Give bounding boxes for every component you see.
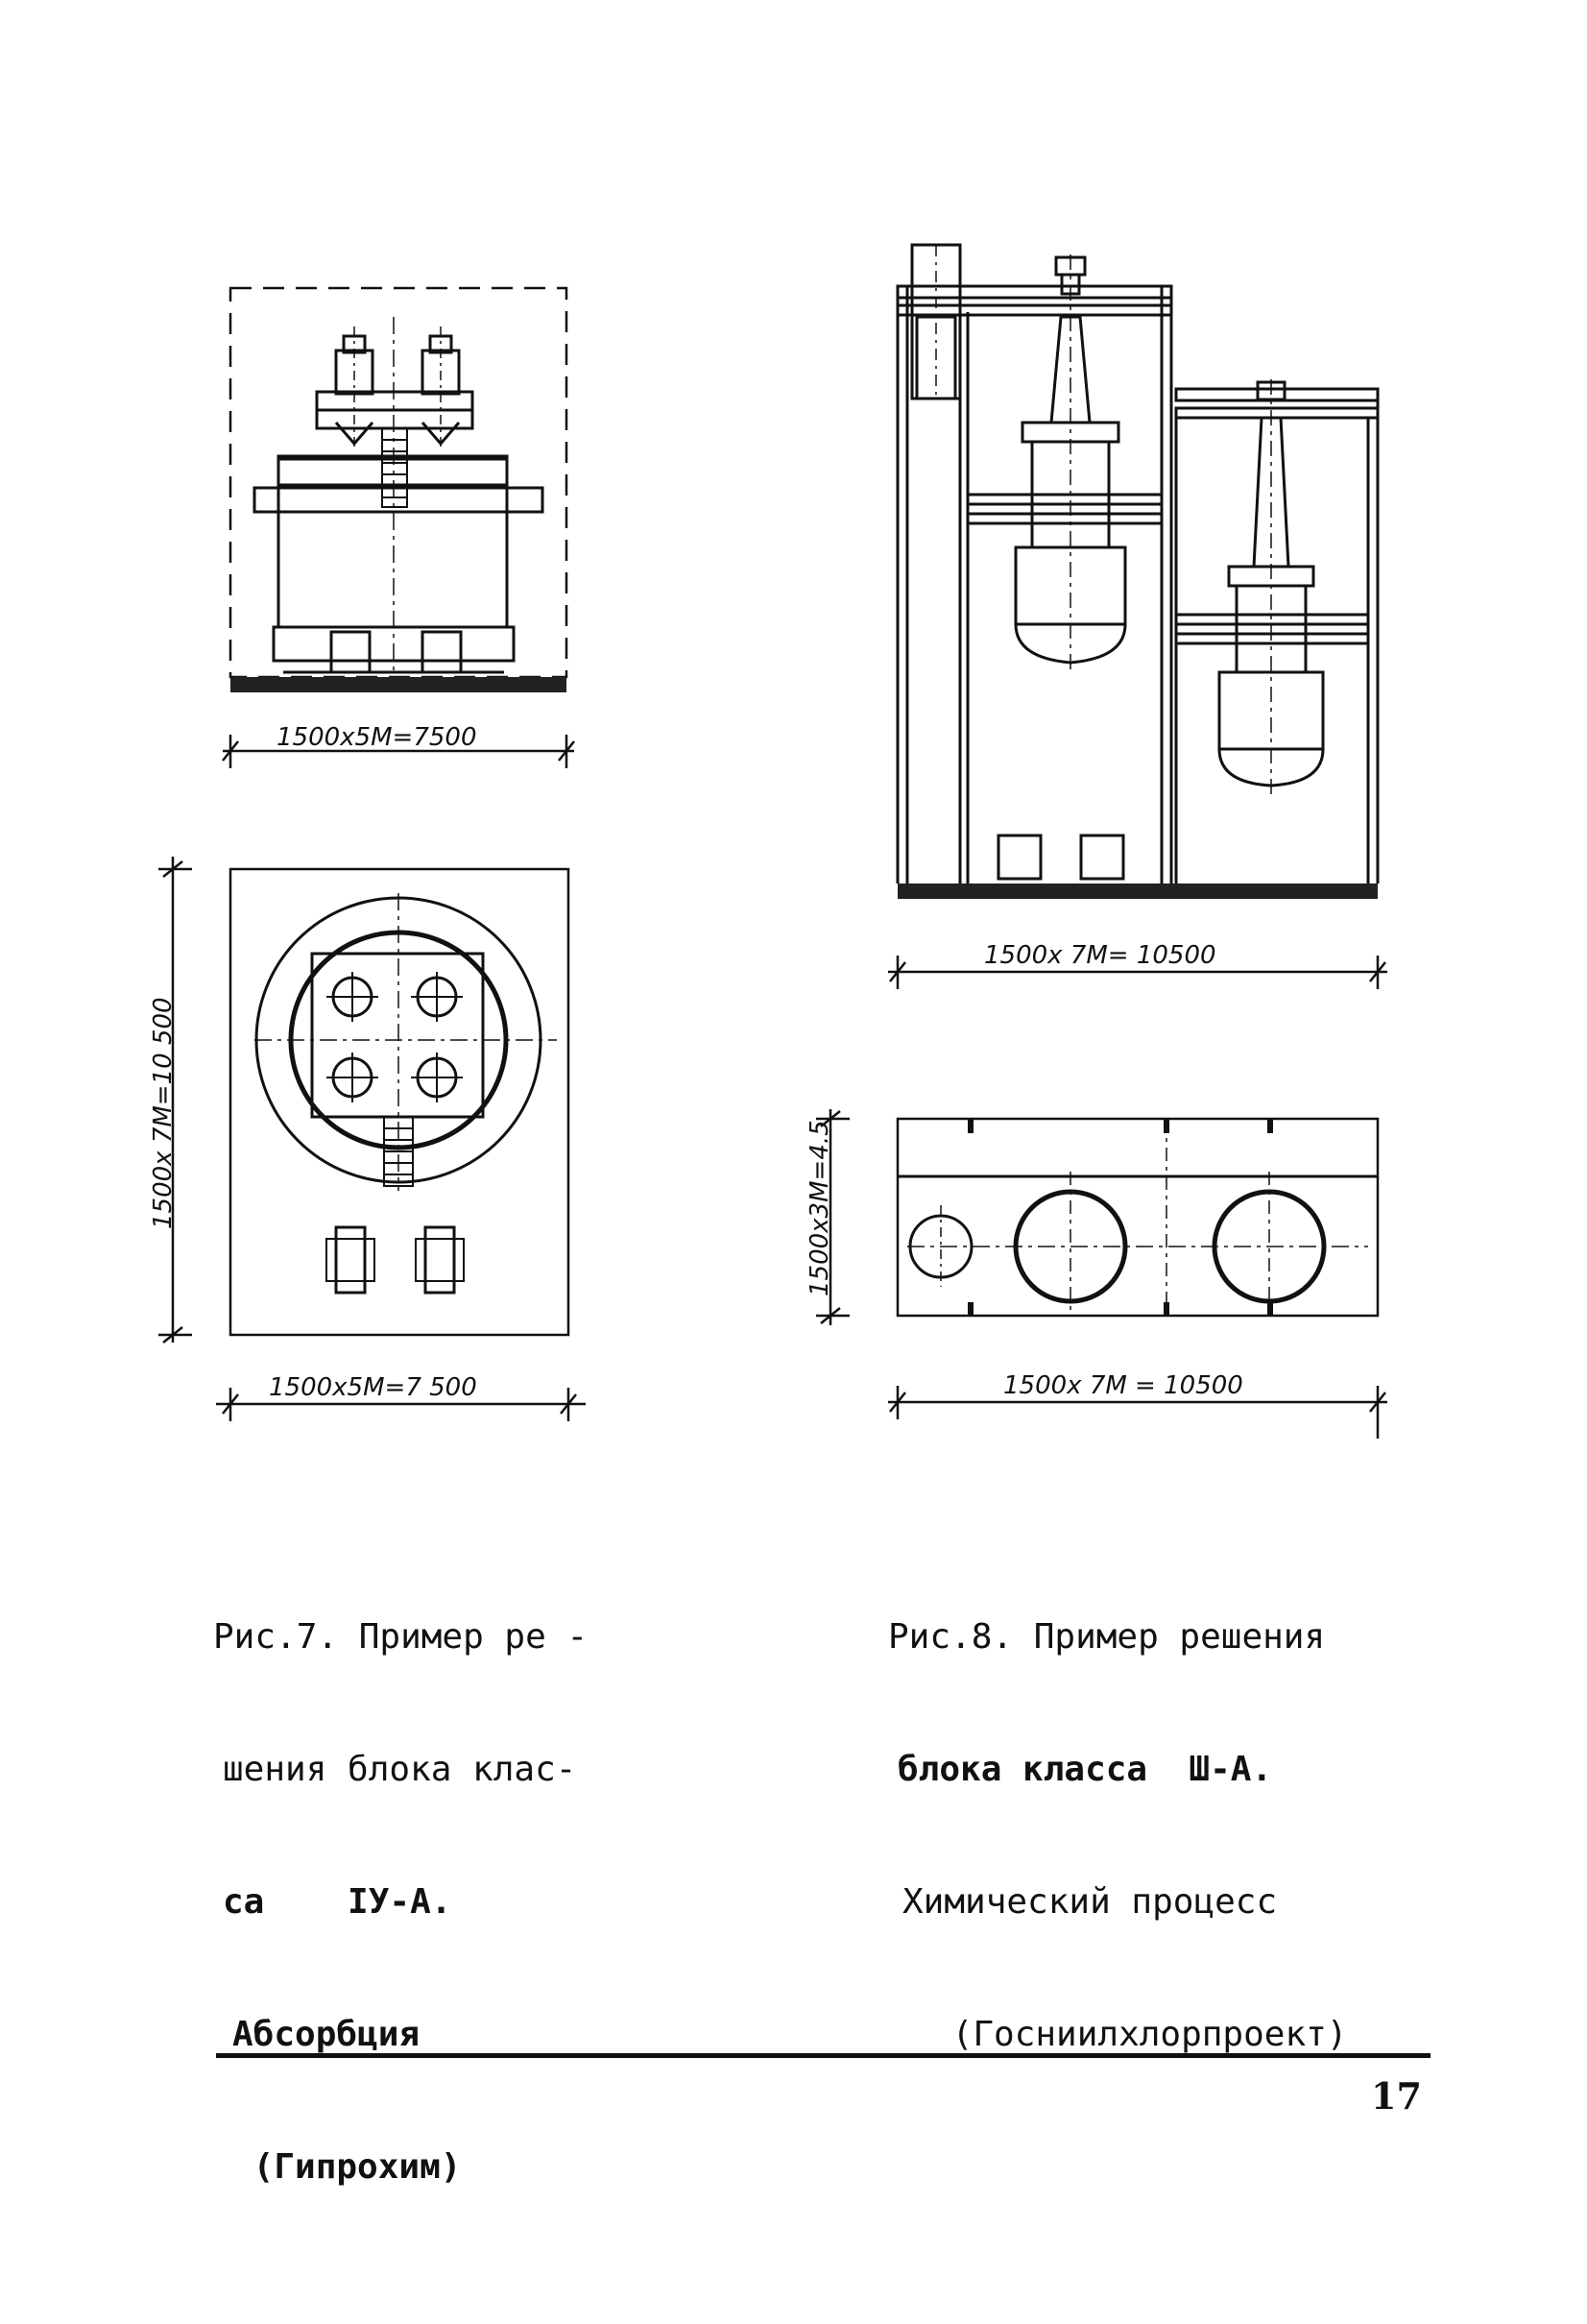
fig7-elevation-dimension — [222, 735, 575, 768]
fig7-plan-dimensions — [158, 857, 586, 1421]
fig8-plan-width-label: 1500x 7M = 10500 — [1003, 1371, 1243, 1400]
fig8-elevation-dimension-label: 1500x 7M= 10500 — [984, 941, 1216, 970]
footer-rule — [216, 2053, 1431, 2058]
fig7-caption-line: шения блока клас- — [223, 1750, 577, 1789]
fig7-plan-width-label: 1500x5M=7 500 — [269, 1373, 477, 1402]
fig7-caption: Рис.7. Пример ре - шения блока клас- са … — [213, 1527, 588, 2234]
fig7-caption-line: Абсорбция — [232, 2015, 421, 2054]
fig7-plan — [228, 867, 570, 1337]
fig7-caption-line: (Гипрохим) — [232, 2147, 462, 2187]
fig8-plan-markers — [968, 1120, 1273, 1316]
fig7-elevation — [228, 286, 568, 692]
fig8-caption: Рис.8. Пример решения блока класса Ш-А. … — [888, 1527, 1347, 2101]
fig7-caption-line: са IУ-А. — [223, 1882, 452, 1922]
fig8-plan-height-label: 1500x3M=4.5 — [806, 1120, 834, 1296]
page-number: 17 — [1371, 2074, 1422, 2118]
fig7-plan-height-label: 1500x 7M=10 500 — [149, 997, 178, 1229]
fig8-floor — [898, 884, 1378, 899]
fig8-caption-line: Химический процесс — [902, 1882, 1278, 1922]
fig8-caption-line: блока класса Ш-А. — [898, 1750, 1273, 1789]
fig7-elevation-dimension-label: 1500x5M=7500 — [277, 723, 476, 752]
fig7-caption-line: Рис.7. Пример ре - — [213, 1617, 589, 1657]
fig8-elevation-dimension — [888, 956, 1387, 989]
fig8-caption-line: (Госниилхлорпроект) — [931, 2015, 1348, 2054]
fig8-plan — [896, 1117, 1380, 1318]
fig8-elevation — [896, 243, 1380, 884]
fig8-caption-line: Рис.8. Пример решения — [888, 1617, 1326, 1657]
fig8-plan-dimensions — [816, 1109, 1387, 1439]
